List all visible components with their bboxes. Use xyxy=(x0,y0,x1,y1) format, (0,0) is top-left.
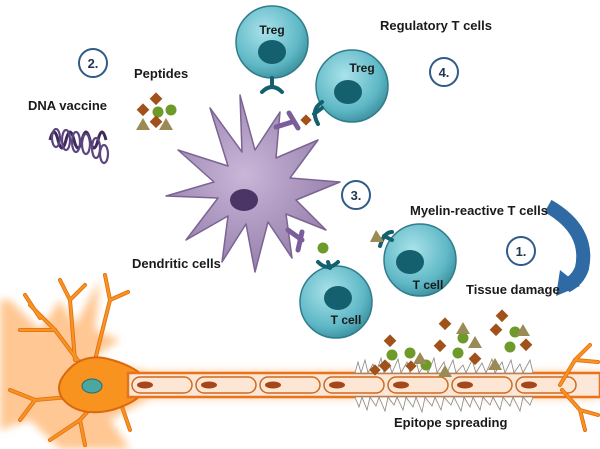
epitope-spreading-label: Epitope spreading xyxy=(394,415,507,430)
presented-peptide-treg xyxy=(300,114,312,126)
treg-right-label: Treg xyxy=(349,61,374,75)
treg-cell-right xyxy=(312,49,389,126)
peptides-cluster xyxy=(136,92,177,130)
dendritic-nucleus xyxy=(230,189,258,211)
myelin-reactive-label: Myelin-reactive T cells xyxy=(410,203,548,218)
step-2-marker: 2. xyxy=(78,48,108,78)
dendritic-cells-label: Dendritic cells xyxy=(132,256,221,271)
tissue-damage-arrow xyxy=(544,199,591,296)
step-1-marker: 1. xyxy=(506,236,536,266)
svg-text:2.: 2. xyxy=(88,56,99,71)
t-cell-right xyxy=(370,223,457,297)
t-cell-bottom-label: T cell xyxy=(331,313,362,327)
treg-top-label: Treg xyxy=(259,23,284,37)
dendritic-cell xyxy=(165,94,341,273)
regulatory-t-cells-label: Regulatory T cells xyxy=(380,18,492,33)
dc-receptors xyxy=(273,110,305,253)
peptides-label: Peptides xyxy=(134,66,188,81)
presented-peptide-tcell xyxy=(317,242,329,254)
neuron xyxy=(0,273,600,449)
tissue-damage-label: Tissue damage xyxy=(466,282,560,297)
neuron-soma xyxy=(58,356,152,414)
t-cell-right-label: T cell xyxy=(413,278,444,292)
step-4-marker: 4. xyxy=(429,57,459,87)
step-3-marker: 3. xyxy=(341,180,371,210)
neuron-nucleus xyxy=(81,378,103,394)
dna-vaccine-coil xyxy=(48,127,110,165)
treg-cell-top xyxy=(235,5,309,94)
antigen-cluster-axon xyxy=(369,309,533,377)
myelin-sheath-segments xyxy=(131,376,577,394)
dna-vaccine-label: DNA vaccine xyxy=(28,98,107,113)
svg-text:3.: 3. xyxy=(351,188,362,203)
svg-text:4.: 4. xyxy=(439,65,450,80)
t-cell-bottom xyxy=(299,260,373,339)
svg-text:1.: 1. xyxy=(516,244,527,259)
